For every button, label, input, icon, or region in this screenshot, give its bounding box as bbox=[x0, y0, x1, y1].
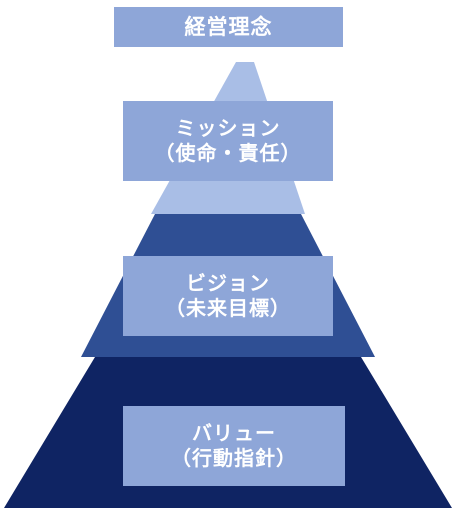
mission-name: ミッション bbox=[175, 116, 281, 140]
mission-subtitle: （使命・責任） bbox=[154, 141, 302, 165]
mission-label-box: ミッション （使命・責任） bbox=[123, 101, 333, 181]
value-subtitle: （行動指針） bbox=[171, 446, 297, 470]
value-name: バリュー bbox=[192, 421, 276, 445]
vision-subtitle: （未来目標） bbox=[165, 296, 291, 320]
philosophy-label-box: 経営理念 bbox=[114, 7, 343, 47]
vision-name: ビジョン bbox=[186, 271, 270, 295]
vision-label-box: ビジョン （未来目標） bbox=[123, 256, 333, 336]
value-label-box: バリュー （行動指針） bbox=[123, 406, 345, 486]
philosophy-title: 経営理念 bbox=[184, 14, 273, 39]
